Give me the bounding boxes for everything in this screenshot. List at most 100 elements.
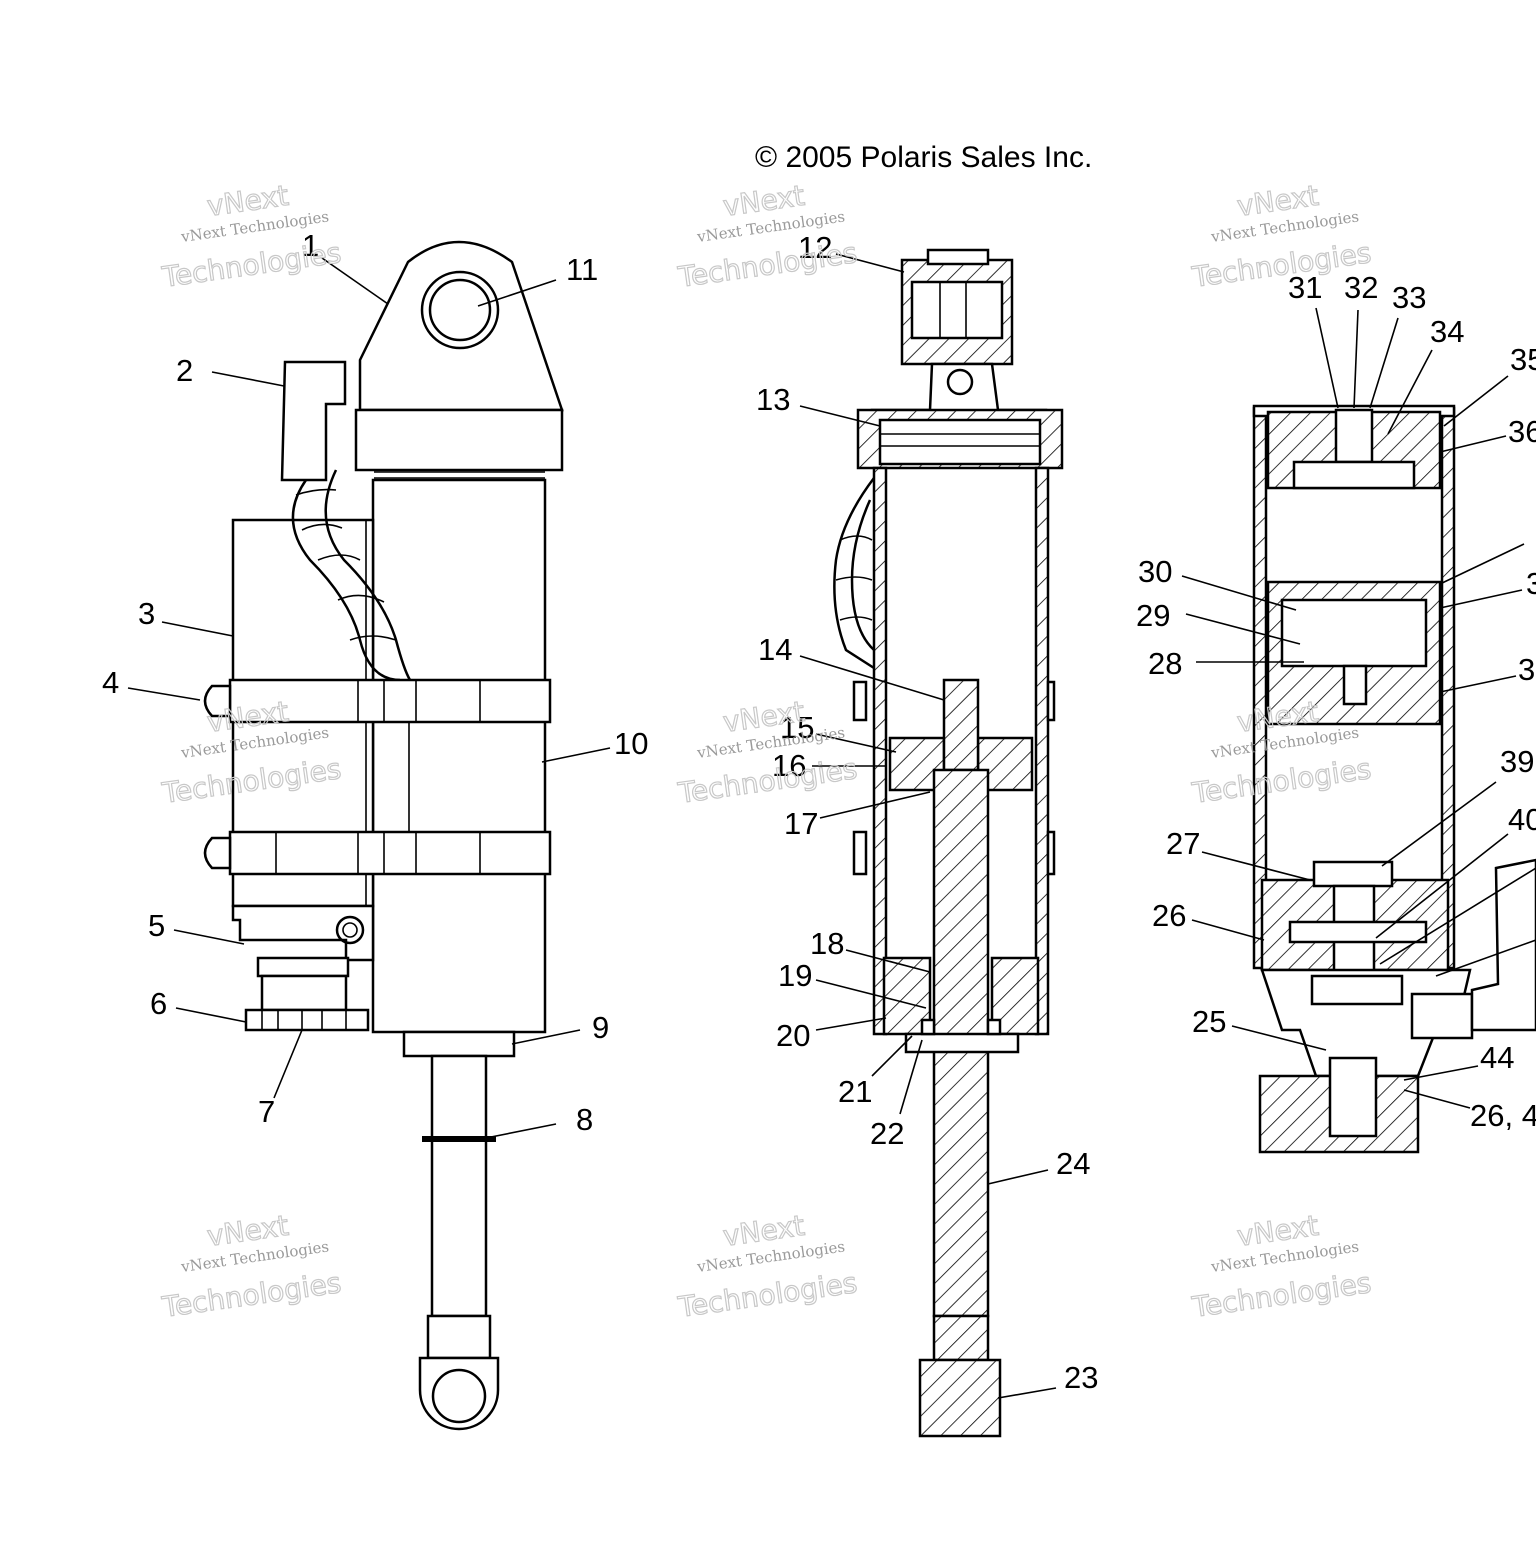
leader-lines (127, 253, 1536, 1399)
side-fitting (1410, 992, 1474, 1040)
adjuster-knob (244, 1008, 370, 1032)
leader-40 (1375, 833, 1509, 939)
callout-3: 3 (138, 596, 155, 631)
callout-23: 23 (1064, 1360, 1098, 1395)
leader-29 (1185, 613, 1301, 645)
eyelet-outer-circle (420, 270, 500, 350)
shaft-end (426, 1314, 492, 1360)
valve-disc (1310, 974, 1404, 1006)
callout-44: 44 (1480, 1040, 1514, 1075)
callout-14: 14 (758, 632, 792, 667)
hose-outline-a (291, 479, 401, 682)
valve-collar (256, 956, 350, 978)
reservoir-section-view (1252, 404, 1536, 1154)
leader-31 (1315, 307, 1339, 409)
reservoir-end-cap (231, 904, 375, 962)
watermark-8: vNext Technologies vNext Technologies (675, 1208, 860, 1324)
callout-19: 19 (778, 958, 812, 993)
leader-4 (127, 687, 201, 701)
callout-24: 24 (1056, 1146, 1090, 1181)
hose-section (833, 477, 875, 670)
clamp-band-lower (228, 830, 552, 876)
leader-20 (815, 1017, 887, 1031)
callout-2: 2 (176, 353, 193, 388)
callout-28: 28 (1148, 646, 1182, 681)
adjuster-port-inner (342, 922, 358, 938)
leader-11 (477, 279, 557, 307)
leader-22 (899, 1039, 923, 1115)
bottom-eyelet-hole (431, 1368, 487, 1424)
callout-25: 25 (1192, 1004, 1226, 1039)
leader-41 (1435, 939, 1536, 977)
callout-17: 17 (784, 806, 818, 841)
leader-27 (1201, 851, 1311, 881)
piston-cavity (1280, 598, 1428, 668)
cap-lower (1292, 460, 1416, 490)
top-eyelet-mount (358, 240, 564, 412)
hose-bands (835, 535, 873, 621)
adjuster-stem (1328, 1056, 1378, 1138)
callout-21: 21 (838, 1074, 872, 1109)
leader-40b (1379, 867, 1536, 965)
callout-29: 29 (1136, 598, 1170, 633)
leader-23 (997, 1387, 1057, 1399)
callout-26-45: 26, 45 (1470, 1098, 1536, 1133)
callout-32: 32 (1344, 270, 1378, 305)
mount-neck (870, 362, 1048, 418)
clamp-right-upper (1046, 680, 1056, 722)
cap-thread-area (878, 418, 1042, 466)
callout-15: 15 (780, 710, 814, 745)
eyelet-cap (926, 248, 990, 266)
callout-36: 36 (1508, 414, 1536, 449)
leader-36 (1439, 435, 1507, 453)
cross-section-view (833, 248, 1064, 1438)
callout-27: 27 (1166, 826, 1200, 861)
leader-34 (1387, 349, 1433, 435)
callout-22: 22 (870, 1116, 904, 1151)
piston-shaft (430, 1054, 488, 1318)
seal-oring (986, 1018, 1002, 1036)
valve-body (260, 974, 348, 1012)
valve-nut (1312, 860, 1394, 888)
eyelet-inner-circle (428, 278, 492, 342)
callout-7: 7 (258, 1094, 275, 1129)
callout-35: 35 (1510, 342, 1536, 377)
callout-9: 9 (592, 1010, 609, 1045)
clamp-left-upper (852, 680, 868, 722)
leader-9 (511, 1029, 581, 1045)
main-body-tube (371, 478, 547, 1034)
callout-31: 31 (1288, 270, 1322, 305)
clamp-right-lower (1046, 830, 1056, 876)
elbow-fitting (1470, 858, 1536, 1032)
callout-13: 13 (756, 382, 790, 417)
leader-38 (1439, 675, 1517, 693)
leader-21 (871, 1035, 913, 1077)
leader-15 (815, 733, 897, 753)
callout-20: 20 (776, 1018, 810, 1053)
leader-33 (1369, 317, 1399, 409)
seal-oring (920, 1018, 936, 1036)
leader-44 (1403, 1065, 1479, 1081)
leader-2645 (1403, 1089, 1471, 1109)
external-shock-view (203, 240, 564, 1431)
leader-13 (799, 405, 881, 427)
valve-shim (1288, 920, 1428, 944)
leader-35 (1443, 375, 1509, 427)
clamp-screw-lower (203, 836, 232, 870)
leader-39 (1381, 781, 1497, 867)
leader-19 (815, 979, 927, 1009)
fill-valve (1334, 408, 1374, 464)
leader-18 (845, 949, 931, 973)
leader-17 (819, 791, 931, 819)
leader-3 (161, 621, 234, 637)
leader-1 (321, 257, 389, 305)
callout-5: 5 (148, 908, 165, 943)
callout-34: 34 (1430, 314, 1464, 349)
leader-5 (173, 929, 245, 945)
shaft-top (942, 678, 980, 772)
leader-10 (541, 747, 611, 763)
callout-8: 8 (576, 1102, 593, 1137)
callout-18: 18 (810, 926, 844, 961)
